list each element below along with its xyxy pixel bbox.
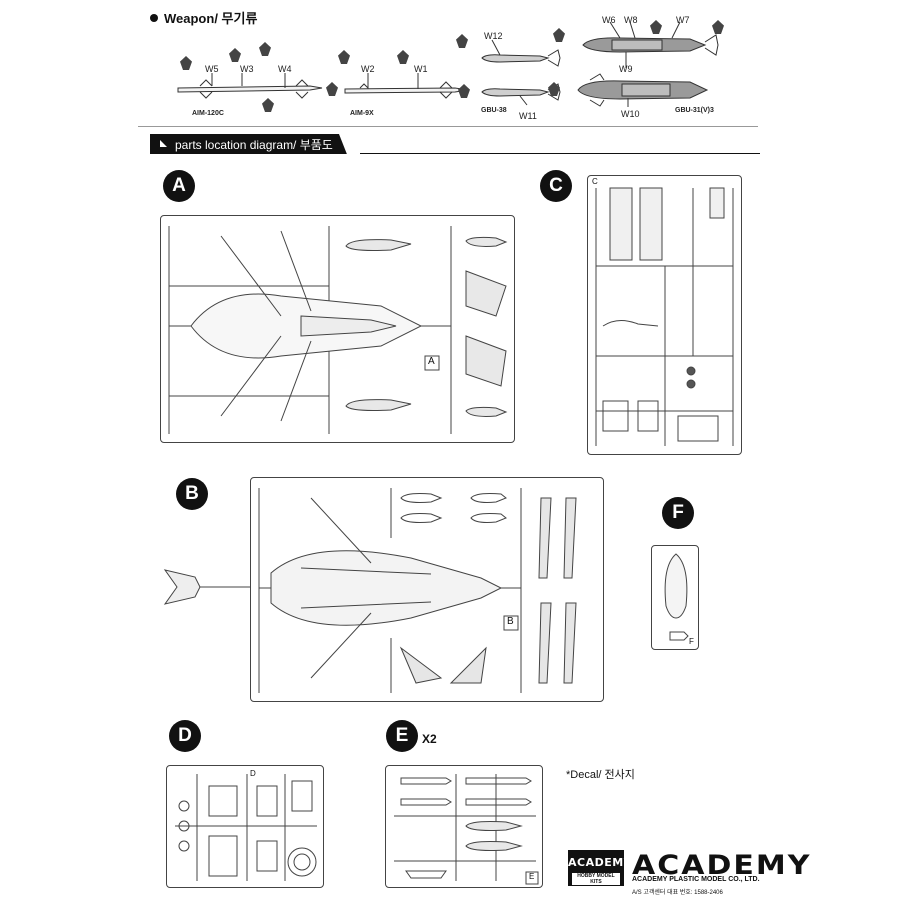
part-label-w10: W10: [621, 109, 640, 119]
part-marker-icon: [712, 20, 724, 34]
parts-location-header: parts location diagram/ 부품도: [150, 134, 347, 154]
part-marker-icon: [229, 48, 241, 62]
sprue-badge-f: F: [662, 497, 694, 529]
weapon-code-aim9x: AIM-9X: [350, 110, 374, 117]
part-label-w1: W1: [414, 64, 428, 74]
part-label-w8: W8: [624, 15, 638, 25]
sprue-d-drawing: [175, 774, 317, 881]
sprue-b-frame: B: [250, 477, 604, 702]
part-marker-icon: [180, 56, 192, 70]
sprue-a-frame: A: [160, 215, 515, 443]
sprue-e-drawing: [394, 774, 539, 885]
part-label-w5: W5: [205, 64, 219, 74]
sprue-badge-c: C: [540, 170, 572, 202]
sprue-badge-e: E: [386, 720, 418, 752]
sprue-b-drawing: [258, 488, 577, 693]
header-rule: [360, 153, 760, 154]
sprue-b-tag: B: [507, 616, 514, 627]
part-label-w7: W7: [676, 15, 690, 25]
sprue-e-tag: E: [529, 872, 535, 881]
sprue-f-tag: F: [689, 637, 694, 646]
parts-location-title: parts location diagram/ 부품도: [175, 137, 333, 152]
service-number: A/S 고객센터 대표 번호: 1588-2406: [632, 890, 723, 896]
triangle-icon: [160, 139, 167, 147]
part-marker-icon: [458, 84, 470, 98]
academy-logo: ACADEMY: [632, 849, 812, 882]
part-label-w9: W9: [619, 64, 633, 74]
sprue-c-drawing: [595, 187, 734, 446]
part-marker-icon: [456, 34, 468, 48]
part-marker-icon: [553, 28, 565, 42]
part-label-w3: W3: [240, 64, 254, 74]
academy-box-text: ACADEMY: [568, 856, 633, 869]
sprue-f-frame: F: [651, 545, 699, 650]
part-marker-icon: [338, 50, 350, 64]
company-name: ACADEMY PLASTIC MODEL CO., LTD.: [632, 876, 760, 883]
decal-label: *Decal/ 전사지: [566, 769, 635, 781]
hobby-model-kits-text: HOBBY MODEL KITS: [572, 873, 620, 885]
sprue-d-tag: D: [250, 769, 256, 778]
sprue-d-frame: D: [166, 765, 324, 888]
part-marker-icon: [262, 98, 274, 112]
weapon-section-title: Weapon/ 무기류: [150, 8, 257, 27]
sprue-badge-d: D: [169, 720, 201, 752]
sprue-badge-a: A: [163, 170, 195, 202]
weapons-illustration: [177, 21, 719, 107]
sprue-a-tag: A: [428, 356, 435, 367]
section-divider: [138, 126, 758, 127]
sprue-e-frame: E: [385, 765, 543, 888]
sprue-e-quantity: X2: [422, 732, 437, 746]
weapon-code-gbu31: GBU-31(V)3: [675, 107, 714, 114]
part-label-w11: W11: [519, 111, 537, 121]
weapon-code-gbu38: GBU-38: [481, 107, 507, 114]
sprue-c-frame: C: [587, 175, 742, 455]
academy-hobby-logo: ACADEMY HOBBY MODEL KITS: [568, 850, 633, 886]
weapon-code-aim120c: AIM-120C: [192, 110, 224, 117]
part-marker-icon: [326, 82, 338, 96]
part-marker-icon: [397, 50, 409, 64]
part-label-w4: W4: [278, 64, 292, 74]
part-label-w2: W2: [361, 64, 375, 74]
part-label-w12: W12: [484, 31, 503, 41]
sprue-a-drawing: [168, 226, 508, 434]
part-marker-icon: [650, 20, 662, 34]
sprue-b-exhaust-part: [163, 569, 250, 605]
part-marker-icon: [259, 42, 271, 56]
sprue-f-drawing: [664, 553, 689, 641]
sprue-c-tag: C: [592, 177, 598, 186]
weapon-header-text: Weapon/ 무기류: [164, 11, 258, 26]
part-marker-icon: [548, 82, 560, 96]
bullet-icon: [150, 13, 158, 22]
sprue-badge-b: B: [176, 478, 208, 510]
part-label-w6: W6: [602, 15, 616, 25]
